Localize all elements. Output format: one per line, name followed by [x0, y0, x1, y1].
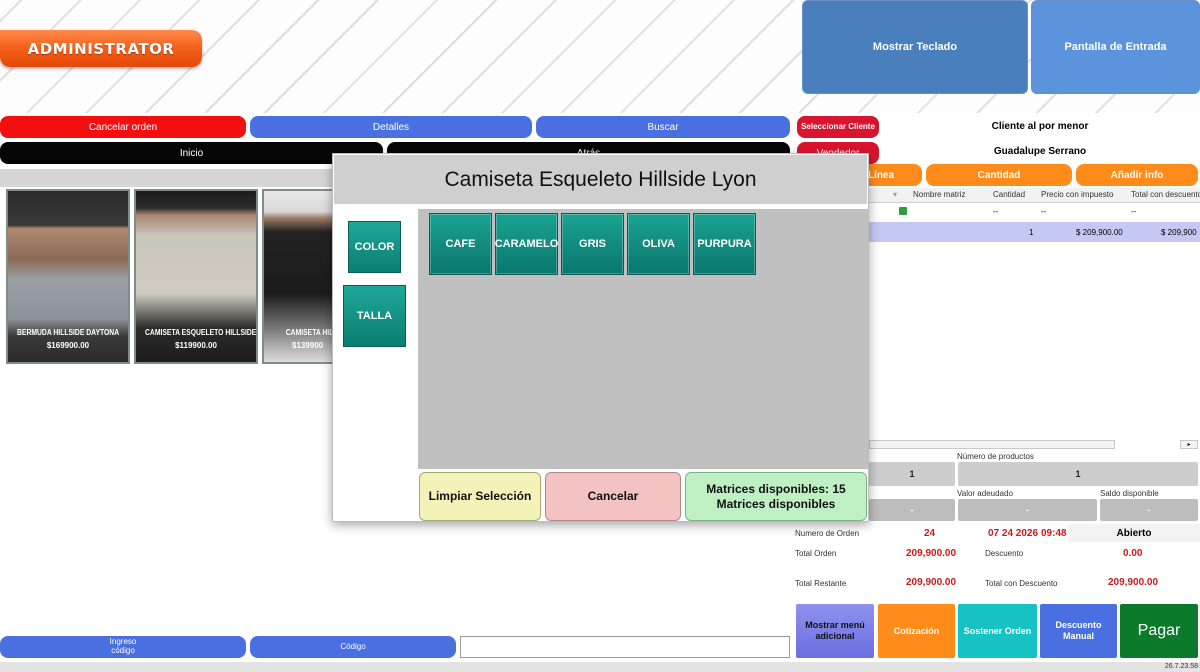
option-oliva[interactable]: OLIVA [627, 213, 690, 275]
num-products-value: 1 [958, 462, 1198, 486]
horizontal-scrollbar[interactable] [869, 440, 1115, 449]
home-button[interactable]: Inicio [0, 142, 383, 164]
sort-arrow-icon: ▾ [893, 190, 898, 199]
order-status: Abierto [1068, 524, 1200, 542]
select-client-button[interactable]: Seleccionar Cliente [797, 116, 879, 138]
balance-label: Saldo disponible [1100, 489, 1159, 498]
version-label: 26.7.23.58 [1164, 663, 1198, 670]
product-price: $119900.00 [175, 341, 217, 350]
status-bar: 26.7.23.58 [0, 662, 1200, 672]
row-price: $ 209,900.00 [1076, 228, 1123, 237]
options-area: CAFE CARAMELO GRIS OLIVA PURPURA [418, 209, 868, 469]
pay-button[interactable]: Pagar [1120, 604, 1198, 658]
option-gris[interactable]: GRIS [561, 213, 624, 275]
product-tile[interactable]: CAMISETA HILLSIDE $139900 [262, 189, 332, 364]
column-matrix: Nombre matriz [913, 190, 966, 199]
row-matrix: -- [993, 207, 999, 216]
remaining-label: Total Restante [795, 579, 847, 588]
table-row[interactable]: 1 $ 209,900.00 $ 209,900 [869, 222, 1200, 242]
product-image [8, 191, 128, 362]
product-tile[interactable]: BERMUDA HILLSIDE DAYTONA $169900.00 [6, 189, 130, 364]
row-qty: -- [1041, 207, 1047, 216]
total-discount-value: 209,900.00 [1108, 577, 1159, 588]
option-purpura[interactable]: PURPURA [693, 213, 756, 275]
attribute-size-button[interactable]: TALLA [343, 285, 406, 347]
order-number: 24 [924, 528, 936, 539]
manual-discount-button[interactable]: Descuento Manual [1040, 604, 1117, 658]
option-cafe[interactable]: CAFE [429, 213, 492, 275]
hold-order-button[interactable]: Sostener Orden [958, 604, 1037, 658]
owed-label: Valor adeudado [957, 489, 1013, 498]
code-entry-button[interactable]: Ingreso código [0, 636, 246, 658]
left-count-box: 1 [869, 462, 955, 486]
remaining-value: 209,900.00 [906, 577, 957, 588]
category-band [0, 169, 335, 187]
seller-name: Guadalupe Serrano [993, 146, 1087, 157]
column-quantity: Cantidad [993, 190, 1026, 199]
discount-value: 0.00 [1123, 548, 1143, 559]
owed-value: - [958, 499, 1097, 521]
product-price: $139900 [292, 341, 324, 350]
product-image [136, 191, 256, 362]
code-entry-label: Ingreso código [109, 637, 137, 655]
column-price: Precio con impuesto [1041, 190, 1114, 199]
balance-value: - [1100, 499, 1198, 521]
total-discount-label: Total con Descuento [985, 579, 1058, 588]
code-button[interactable]: Código [250, 636, 456, 658]
product-price: $169900.00 [46, 341, 90, 350]
order-number-label: Numero de Orden [795, 529, 860, 538]
entry-screen-button[interactable]: Pantalla de Entrada [1031, 0, 1200, 94]
administrator-button[interactable]: ADMINISTRATOR [0, 30, 202, 67]
client-name: Cliente al por menor [991, 121, 1089, 132]
product-image [264, 191, 332, 362]
matrices-label: Matrices disponibles [716, 496, 836, 511]
column-total: Total con descuento [1131, 190, 1200, 199]
show-keyboard-button[interactable]: Mostrar Teclado [802, 0, 1028, 94]
product-name: BERMUDA HILLSIDE DAYTONA [17, 328, 120, 337]
quote-button[interactable]: Cotización [878, 604, 955, 658]
row-total: -- [1131, 207, 1137, 216]
matrices-count: Matrices disponibles: 15 [706, 482, 846, 497]
option-caramelo[interactable]: CARAMELO [495, 213, 558, 275]
row-total: $ 209,900 [1161, 228, 1197, 237]
row-qty: 1 [1029, 228, 1034, 237]
order-time: 09:48 [1041, 528, 1067, 539]
discount-label: Descuento [985, 549, 1024, 558]
total-order-value: 209,900.00 [906, 548, 957, 559]
matrices-available-button[interactable]: Matrices disponibles: 15 Matrices dispon… [685, 472, 867, 521]
dialog-title: Camiseta Esqueleto Hillside Lyon [334, 155, 867, 207]
clear-selection-button[interactable]: Limpiar Selección [419, 472, 541, 521]
product-tile[interactable]: CAMISETA ESQUELETO HILLSIDE LYON $119900… [134, 189, 258, 364]
order-grid-header: ▾ Nombre matriz Cantidad Precio con impu… [869, 188, 1200, 203]
num-products-label: Número de productos [957, 452, 1034, 461]
code-input[interactable] [460, 636, 790, 658]
excel-icon [899, 207, 907, 215]
attribute-color-button[interactable]: COLOR [348, 221, 401, 273]
details-button[interactable]: Detalles [250, 116, 532, 138]
order-date: 07 24 2026 [988, 528, 1039, 539]
cancel-order-button[interactable]: Cancelar orden [0, 116, 246, 138]
add-info-button[interactable]: Añadir info [1076, 164, 1198, 186]
total-order-label: Total Orden [795, 549, 837, 558]
search-button[interactable]: Buscar [536, 116, 790, 138]
product-name: CAMISETA ESQUELETO HILLSIDE LYON [145, 328, 257, 337]
more-menu-button[interactable]: Mostrar menú adicional [796, 604, 874, 658]
cancel-button[interactable]: Cancelar [545, 472, 681, 521]
quantity-button[interactable]: Cantidad [926, 164, 1072, 186]
left-owed-box: - [869, 499, 955, 521]
scroll-right-icon[interactable]: ▸ [1180, 440, 1198, 449]
table-row[interactable]: -- -- -- [869, 204, 1200, 220]
product-name: CAMISETA HILLSIDE [285, 328, 332, 337]
variant-dialog: Camiseta Esqueleto Hillside Lyon COLOR T… [332, 153, 869, 522]
